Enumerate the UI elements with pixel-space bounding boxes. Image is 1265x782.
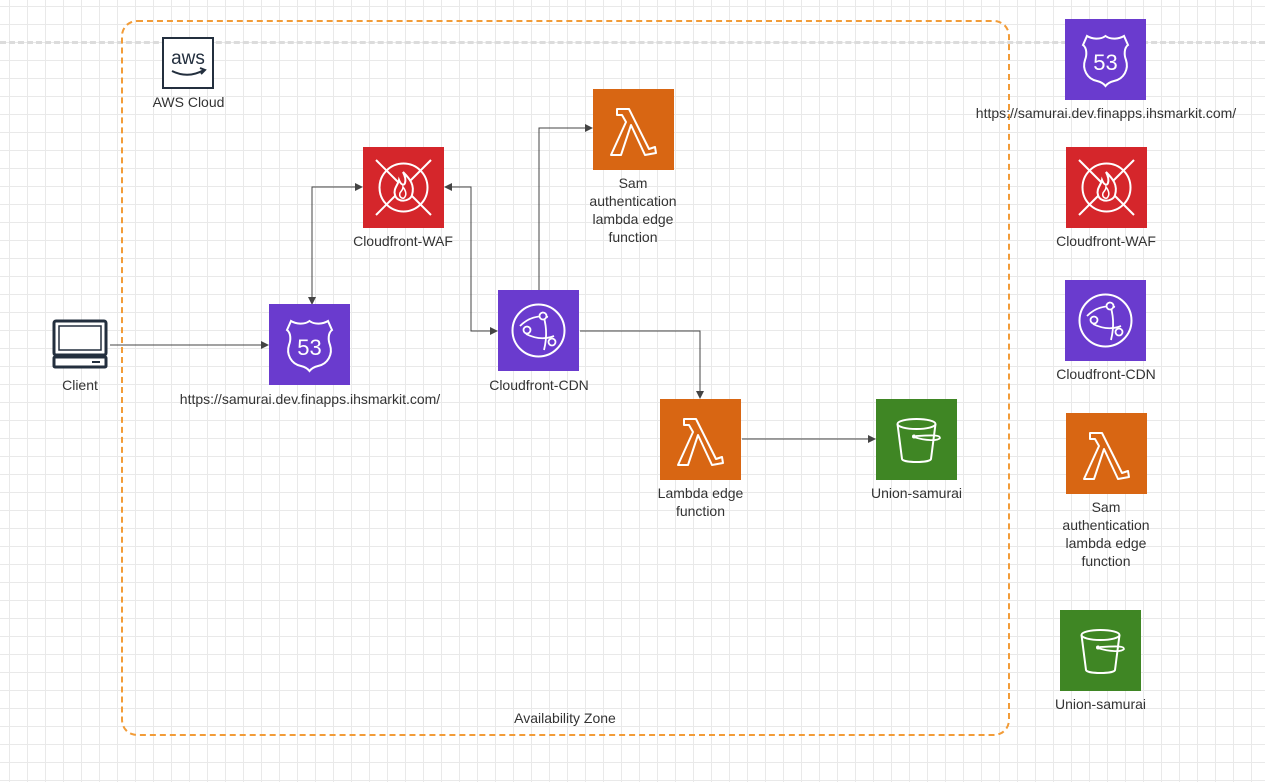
aws-cloud-label: AWS Cloud xyxy=(152,94,225,110)
svg-text:53: 53 xyxy=(1093,50,1117,75)
route53-shield-icon: 53 xyxy=(1065,19,1146,100)
legend-route53-label: https://samurai.dev.finapps.ihsmarkit.co… xyxy=(975,105,1237,121)
legend-waf-label: Cloudfront-WAF xyxy=(1056,233,1156,249)
waf-fire-icon xyxy=(1066,147,1147,228)
cloudfront-globe-icon xyxy=(498,290,579,371)
edge-waf-cdn xyxy=(444,183,498,335)
waf-label: Cloudfront-WAF xyxy=(353,233,453,249)
aws-logo-icon: aws xyxy=(162,37,214,89)
lambda-icon xyxy=(593,89,674,170)
edge-cdn-lambda-edge xyxy=(580,330,704,399)
availability-zone-label: Availability Zone xyxy=(514,710,616,726)
svg-text:aws: aws xyxy=(171,48,205,69)
legend-sam-lambda-label: Sam authentication lambda edge function xyxy=(1062,499,1150,569)
route53-label: https://samurai.dev.finapps.ihsmarkit.co… xyxy=(179,391,441,407)
client-label: Client xyxy=(62,377,98,393)
sam-lambda-label: Sam authentication lambda edge function xyxy=(589,175,677,245)
legend-s3-label: Union-samurai xyxy=(1054,696,1147,712)
lambda-edge-label: Lambda edge function xyxy=(657,485,744,519)
s3-bucket-icon xyxy=(1060,610,1141,691)
availability-zone-frame xyxy=(121,20,1010,736)
lambda-icon xyxy=(1066,413,1147,494)
s3-label: Union-samurai xyxy=(870,485,963,501)
cloudfront-globe-icon xyxy=(1065,280,1146,361)
route53-shield-icon: 53 xyxy=(269,304,350,385)
s3-bucket-icon xyxy=(876,399,957,480)
legend-cdn-label: Cloudfront-CDN xyxy=(1056,366,1156,382)
top-dashed-line xyxy=(0,41,1265,44)
lambda-icon xyxy=(660,399,741,480)
edge-cdn-sam-lambda xyxy=(538,124,593,290)
edge-route53-waf xyxy=(308,183,363,305)
computer-icon xyxy=(52,319,108,369)
waf-fire-icon xyxy=(363,147,444,228)
cdn-label: Cloudfront-CDN xyxy=(489,377,589,393)
svg-text:53: 53 xyxy=(297,335,321,360)
